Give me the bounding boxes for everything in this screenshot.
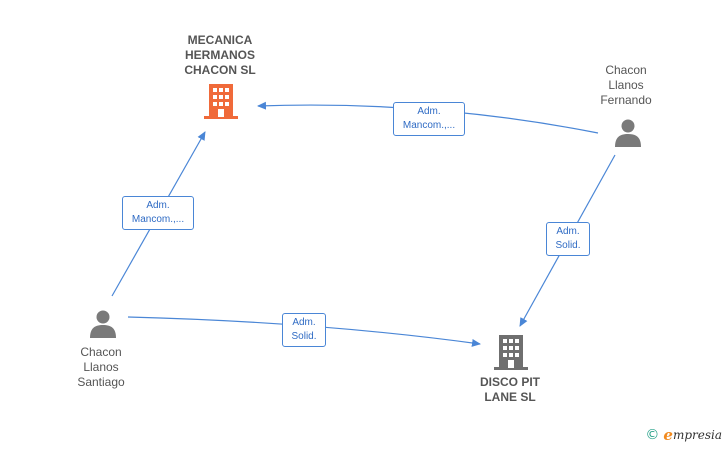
building-icon[interactable]: [494, 335, 528, 371]
company-label-disco[interactable]: DISCO PIT LANE SL: [479, 375, 540, 404]
edge-label-fernando-mecanica[interactable]: Adm. Mancom.,...: [393, 102, 465, 136]
brand-logo-e: e: [663, 426, 673, 444]
company-label-mecanica[interactable]: MECANICA HERMANOS CHACON SL: [184, 33, 256, 77]
person-label-santiago[interactable]: Chacon Llanos Santiago: [77, 345, 125, 389]
copyright-icon: ©: [645, 427, 660, 443]
edge-label-santiago-mecanica[interactable]: Adm. Mancom.,...: [122, 196, 194, 230]
person-icon[interactable]: [88, 309, 118, 339]
brand-name: mpresia: [672, 428, 722, 442]
building-icon[interactable]: [204, 84, 238, 120]
person-label-fernando[interactable]: Chacon Llanos Fernando: [600, 63, 652, 107]
person-icon[interactable]: [613, 118, 643, 148]
edge-label-fernando-disco[interactable]: Adm. Solid.: [546, 222, 590, 256]
edge-label-santiago-disco[interactable]: Adm. Solid.: [282, 313, 326, 347]
